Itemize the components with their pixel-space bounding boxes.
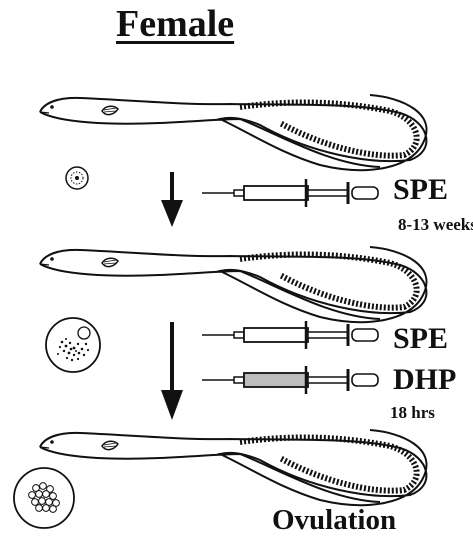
eel-1: [40, 95, 426, 170]
oocyte-ovulated: [14, 468, 74, 528]
oocyte-maturing: [46, 318, 100, 372]
label-duration-hours: 18 hrs: [390, 403, 435, 423]
arrow-down-1: [161, 172, 183, 227]
label-spe-first: SPE: [393, 173, 448, 207]
label-duration-weeks: 8-13 weeks: [398, 215, 473, 235]
syringe-spe-2: [202, 321, 378, 349]
label-dhp: DHP: [393, 363, 456, 397]
diagram-title: Female: [116, 2, 234, 46]
oocyte-immature: [66, 167, 88, 189]
arrow-down-2: [161, 322, 183, 420]
syringe-dhp: [202, 366, 378, 394]
label-spe-second: SPE: [393, 322, 448, 356]
label-ovulation: Ovulation: [272, 504, 396, 537]
eel-3: [40, 430, 426, 505]
eel-2: [40, 247, 426, 322]
syringe-spe-1: [202, 179, 378, 207]
